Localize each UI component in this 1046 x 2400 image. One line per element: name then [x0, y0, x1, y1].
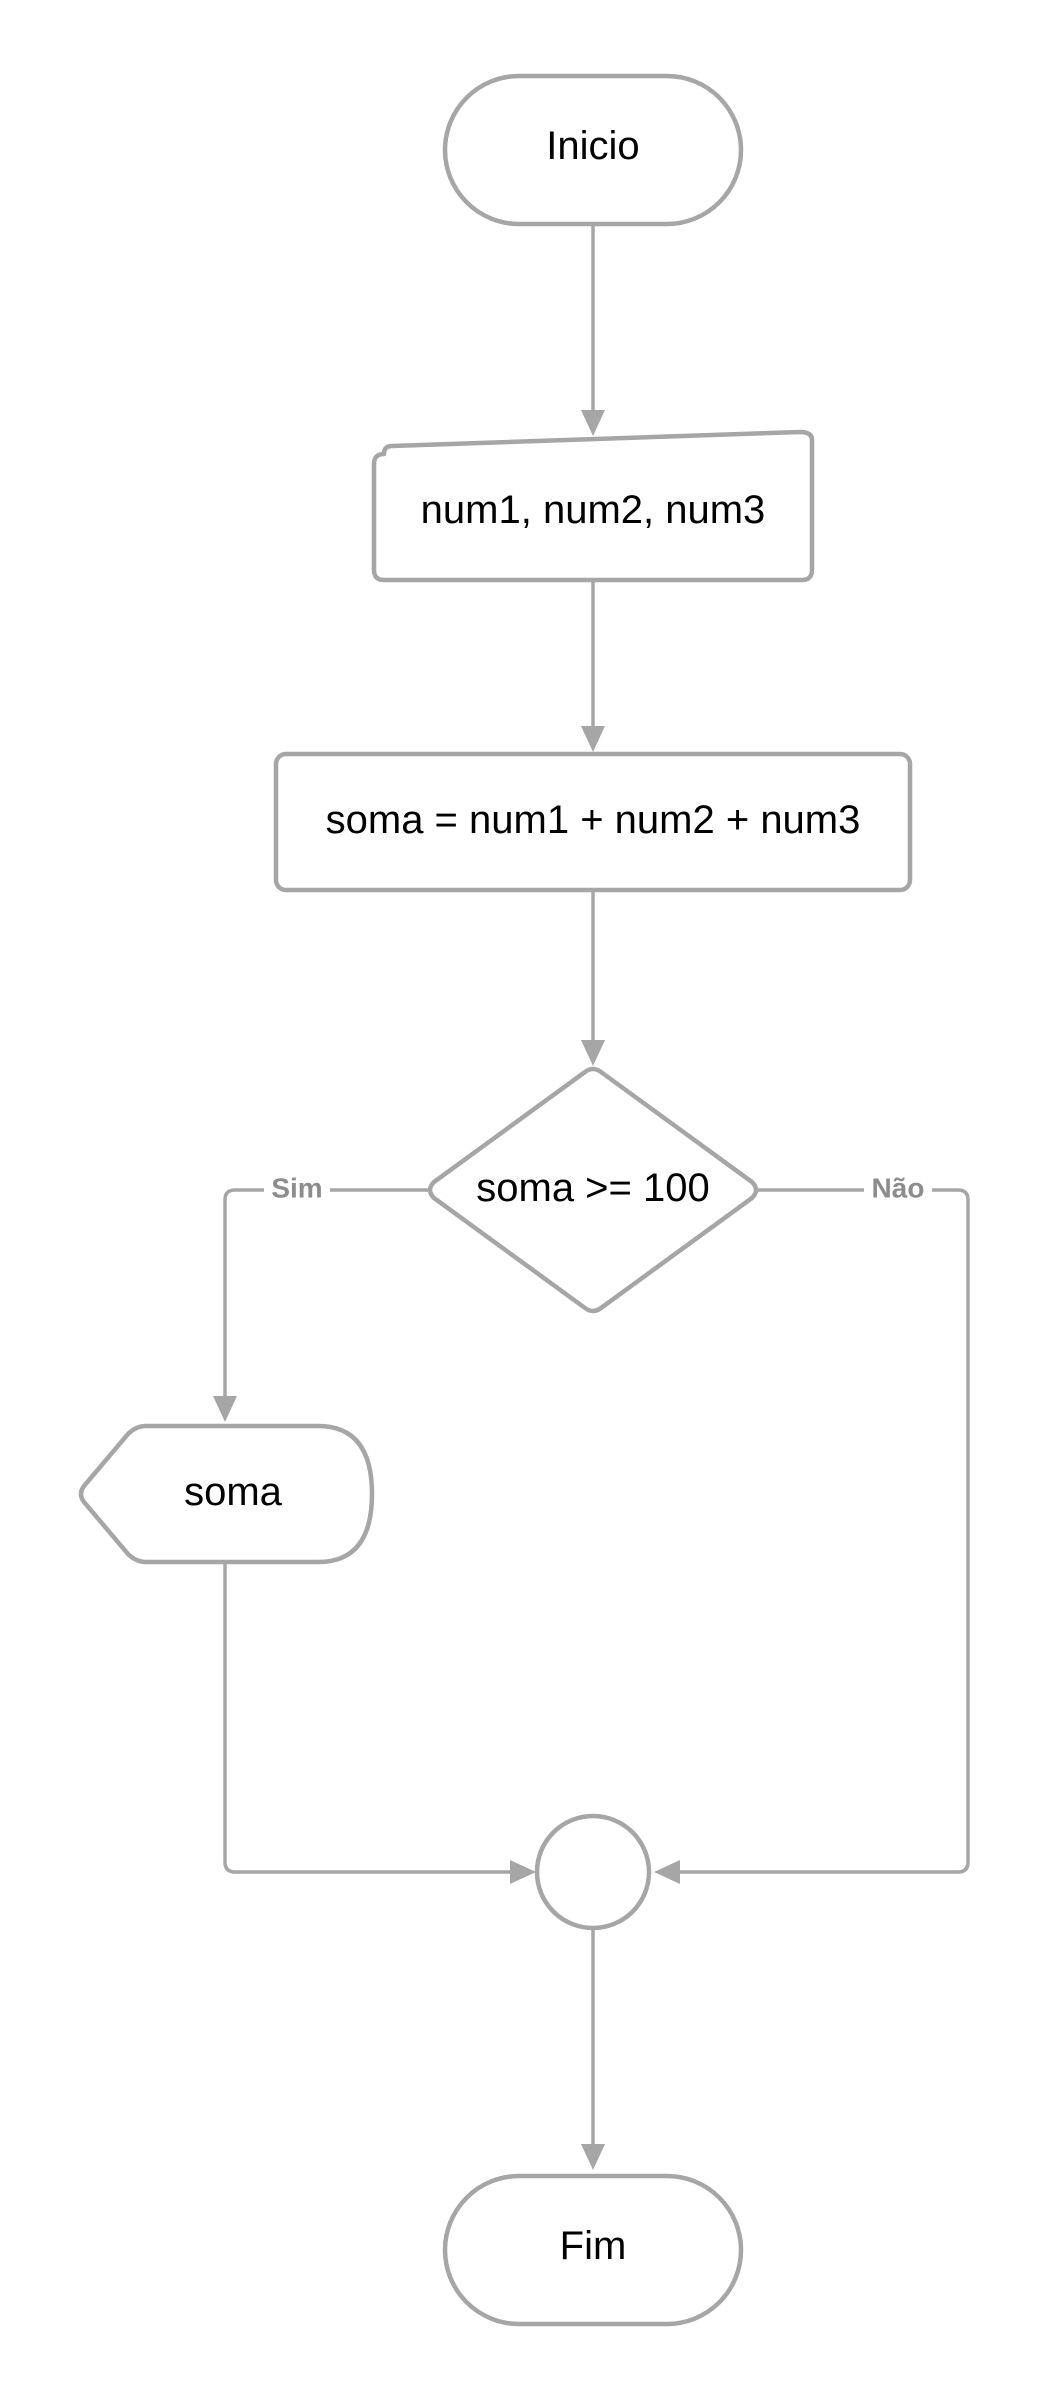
- input-label: num1, num2, num3: [421, 488, 766, 532]
- arrowhead-process: [581, 726, 605, 752]
- input-node: num1, num2, num3: [371, 429, 815, 583]
- merge-connector: [534, 1813, 652, 1931]
- end-label: Fim: [560, 2224, 627, 2268]
- display-node: soma: [78, 1423, 375, 1565]
- arrowhead-merge-right: [654, 1860, 680, 1884]
- start-label: Inicio: [546, 124, 639, 168]
- process-label: soma = num1 + num2 + num3: [326, 798, 861, 842]
- connector-yes-branch: [223, 1188, 428, 1396]
- end-terminator: Fim: [442, 2173, 744, 2327]
- no-label-background: [864, 1172, 932, 1208]
- arrowhead-input: [581, 410, 605, 436]
- arrowhead-end: [581, 2144, 605, 2170]
- connector-display-merge: [223, 1562, 510, 1874]
- arrowhead-display: [213, 1396, 237, 1422]
- process-node: soma = num1 + num2 + num3: [273, 751, 913, 893]
- yes-label-background: [264, 1172, 330, 1208]
- display-label: soma: [184, 1470, 283, 1514]
- arrowhead-merge-left: [510, 1860, 536, 1884]
- start-terminator: Inicio: [442, 73, 744, 227]
- no-label: Não: [872, 1173, 925, 1204]
- arrowhead-decision: [581, 1040, 605, 1066]
- decision-label: soma >= 100: [476, 1166, 710, 1210]
- yes-label: Sim: [271, 1173, 322, 1204]
- decision-node: soma >= 100: [427, 1066, 759, 1314]
- connector-no-branch: [680, 1188, 970, 1874]
